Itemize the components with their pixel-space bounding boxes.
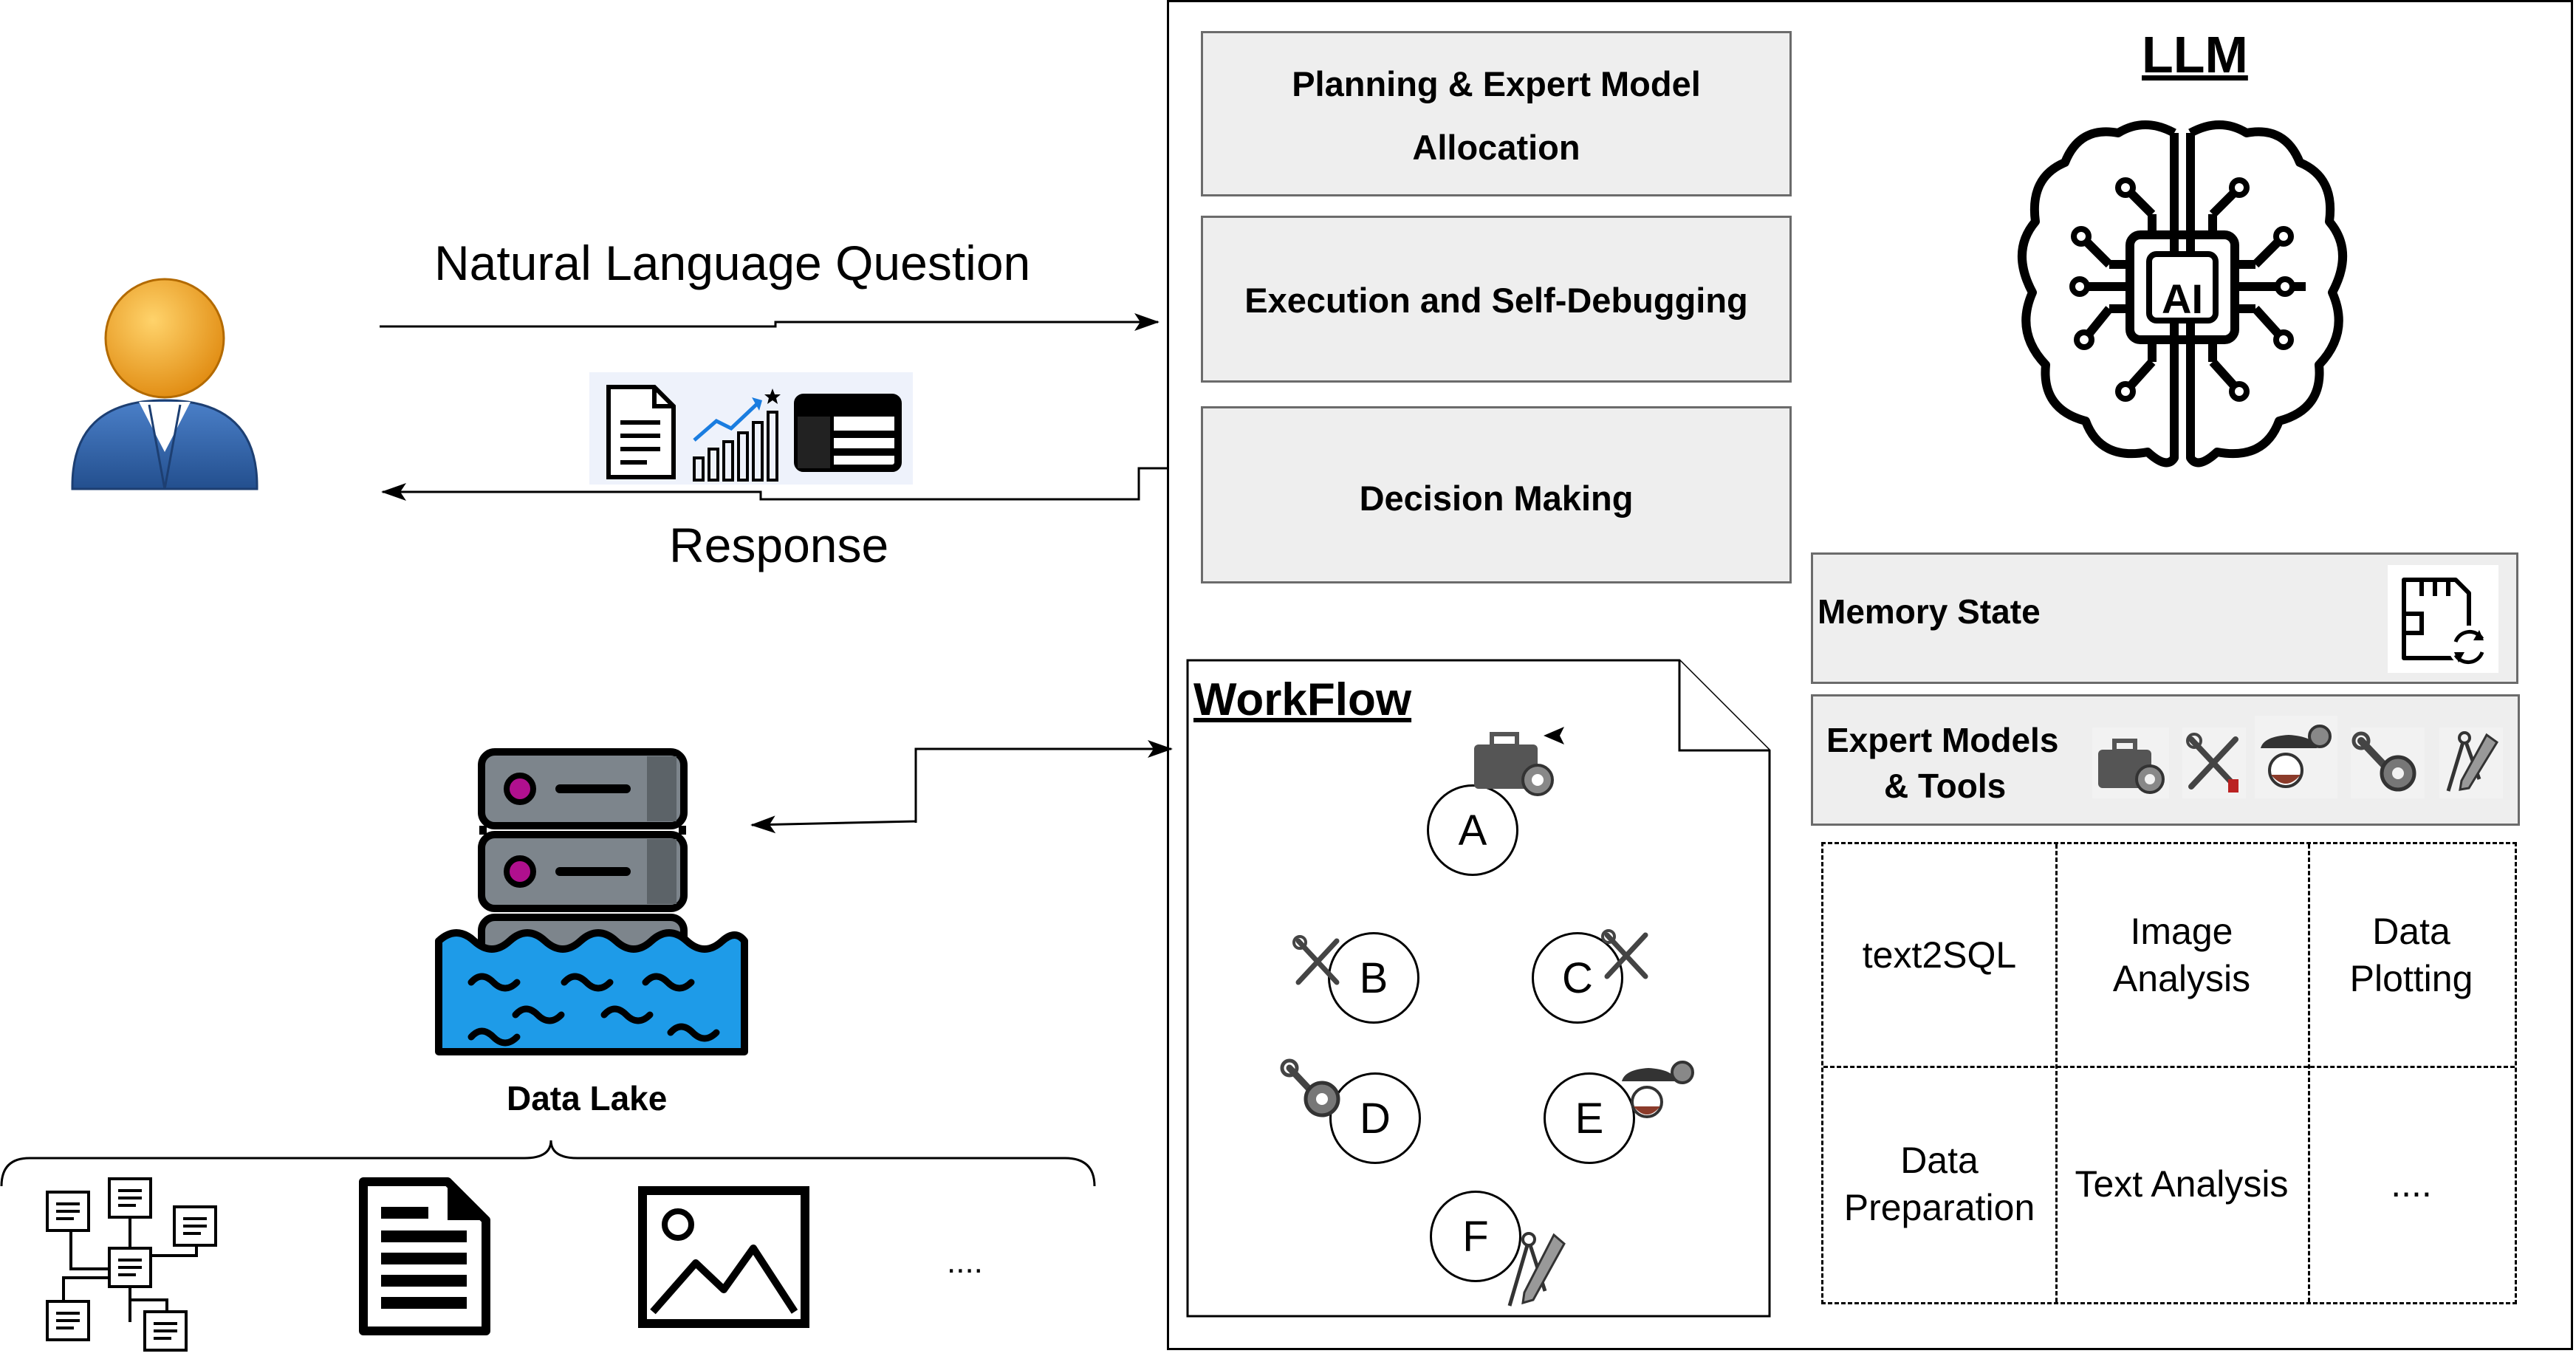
planning-step: Planning & Expert Model Allocation — [1201, 31, 1792, 196]
question-label: Natural Language Question — [434, 236, 1031, 290]
workflow-node-b: B — [1328, 932, 1419, 1024]
workflow-node-d: D — [1329, 1072, 1421, 1164]
tools-icon — [2182, 728, 2246, 798]
worker-gear-icon — [1622, 1061, 1694, 1118]
execution-step-label: Execution and Self-Debugging — [1244, 281, 1748, 320]
compass-pencil-icon — [1507, 1232, 1566, 1307]
planning-step-line1: Planning & Expert Model — [1292, 64, 1701, 103]
workflow-node-c: C — [1532, 932, 1623, 1024]
response-arrow — [381, 467, 1167, 501]
question-arrow — [380, 313, 1159, 331]
data-lake-label: Data Lake — [507, 1079, 668, 1117]
user-avatar-icon — [71, 278, 258, 490]
expert-models-line1: Expert Models — [1826, 721, 2059, 759]
response-label: Response — [669, 518, 889, 572]
wrench-gear-icon — [2351, 728, 2425, 798]
expert-models-box: Expert Models & Tools — [1811, 694, 2520, 826]
workflow-node-e: E — [1544, 1072, 1635, 1164]
document-icon — [359, 1177, 490, 1335]
memory-state-box: Memory State — [1811, 552, 2518, 684]
decision-step-label: Decision Making — [1359, 479, 1634, 518]
schema-graph-icon — [46, 1177, 217, 1352]
compass-pencil-icon — [2439, 728, 2503, 798]
planning-step-line2: Allocation — [1412, 128, 1580, 167]
workflow-document — [1186, 659, 1771, 1318]
decision-step: Decision Making — [1201, 406, 1792, 583]
bar-chart-icon — [693, 388, 781, 482]
expert-models-line2: & Tools — [1884, 767, 2007, 805]
tools-icon — [1292, 935, 1340, 985]
workflow-title: WorkFlow — [1193, 674, 1412, 725]
capability-text-analysis: Text Analysis — [2075, 1163, 2289, 1205]
ai-brain-icon — [2017, 120, 2348, 468]
document-icon — [606, 385, 676, 479]
worker-gear-icon — [2255, 716, 2337, 798]
data-lake-brace — [0, 1140, 1096, 1187]
capability-more: .... — [2391, 1163, 2432, 1205]
capability-text2sql: text2SQL — [1862, 934, 2017, 976]
agent-panel — [1167, 0, 2573, 1350]
image-icon — [638, 1186, 809, 1328]
memory-state-label: Memory State — [1818, 592, 2041, 631]
memory-card-icon — [2388, 565, 2498, 673]
data-lake-arrow — [914, 740, 1173, 823]
more-sources: .... — [947, 1244, 983, 1280]
table-icon — [794, 394, 902, 472]
toolbox-gear-icon — [2092, 728, 2169, 798]
workflow-node-a: A — [1427, 784, 1518, 876]
toolbox-gear-icon — [1474, 727, 1564, 796]
ai-chip-label: AI — [2162, 275, 2203, 322]
execution-step: Execution and Self-Debugging — [1201, 216, 1792, 383]
workflow-node-f: F — [1430, 1191, 1521, 1282]
response-icons — [589, 372, 913, 485]
llm-title: LLM — [2142, 26, 2248, 83]
tools-icon — [1601, 929, 1648, 979]
wrench-gear-icon — [1280, 1058, 1340, 1117]
database-lake-icon — [435, 748, 748, 1055]
